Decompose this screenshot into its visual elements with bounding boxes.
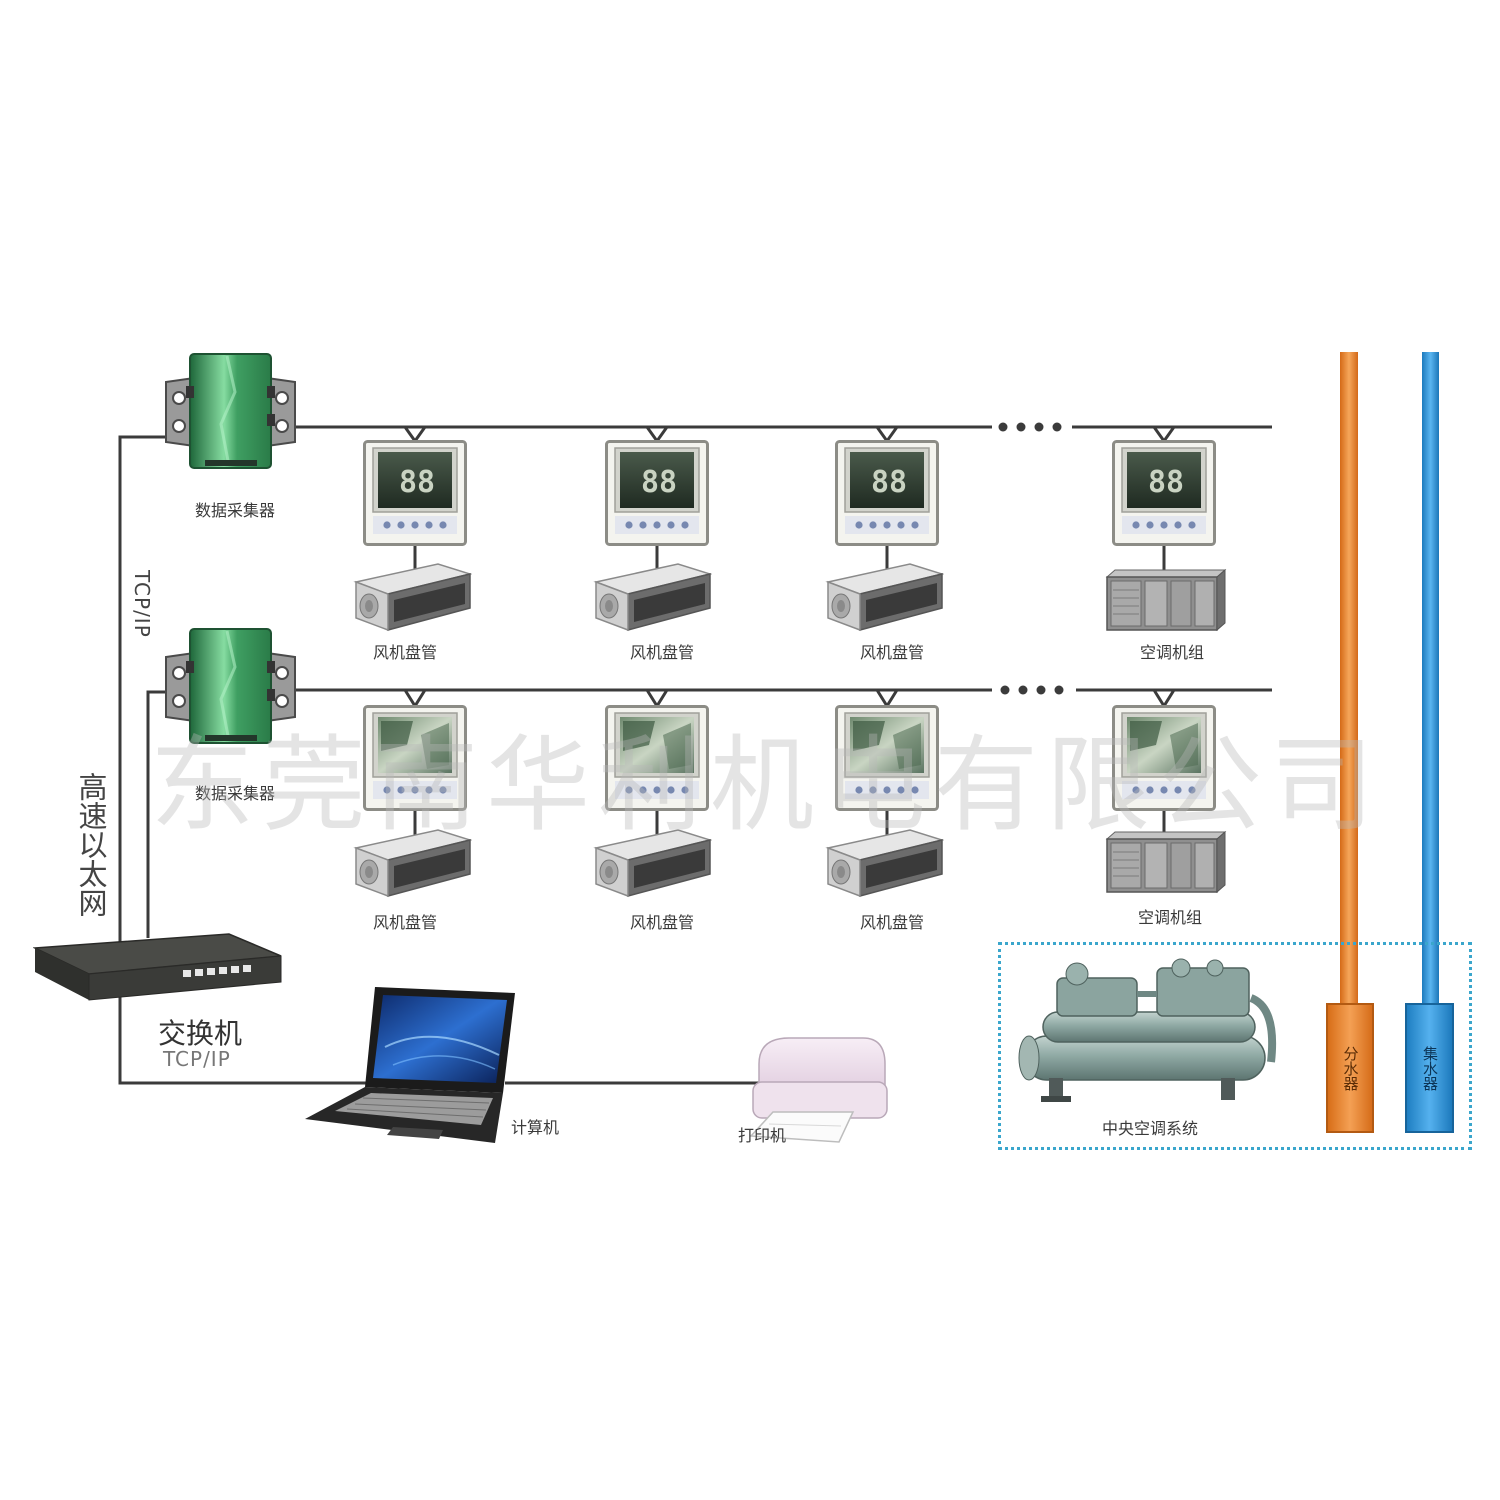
switch-protocol-label: TCP/IP (163, 1047, 231, 1071)
printer-label: 打印机 (737, 1126, 787, 1145)
thermostat-row2-3 (835, 705, 939, 811)
ethernet-trunk (118, 435, 380, 1085)
tcp-ip-vertical-label: TCP/IP (130, 570, 154, 638)
collector2-switch-link (146, 690, 168, 938)
thermostat-row2-2 (605, 705, 709, 811)
fan-coil-row1-3 (824, 560, 944, 632)
printer (745, 1032, 890, 1147)
data-collector-1 (163, 352, 298, 472)
fan-coil-row1-1 (352, 560, 472, 632)
thermostat-display: 88 (399, 465, 435, 500)
data-collector-2-label: 数据采集器 (194, 784, 276, 803)
unit-label-row1-4: 空调机组 (1139, 643, 1205, 662)
tap-row2-2 (645, 689, 669, 709)
thermostat-display: 88 (1148, 465, 1184, 500)
unit-label-row2-2: 风机盘管 (629, 913, 695, 932)
return-manifold-label: 集水器 (1421, 1045, 1439, 1091)
unit-label-row2-4: 空调机组 (1137, 908, 1203, 927)
thermostat-row2-4 (1112, 705, 1216, 811)
thermostat-display: 88 (871, 465, 907, 500)
central-ac-frame (998, 942, 1472, 1150)
central-ac-label: 中央空调系统 (1101, 1119, 1199, 1138)
tap-row1-2 (645, 426, 669, 444)
fan-coil-row2-3 (824, 826, 944, 898)
fan-coil-row2-1 (352, 826, 472, 898)
tap-row2-4 (1152, 689, 1176, 709)
tap-row2-3 (875, 689, 899, 709)
unit-label-row1-1: 风机盘管 (372, 643, 438, 662)
unit-label-row2-3: 风机盘管 (859, 913, 925, 932)
data-collector-1-label: 数据采集器 (194, 501, 276, 520)
fan-coil-row2-2 (592, 826, 712, 898)
unit-label-row2-1: 风机盘管 (372, 913, 438, 932)
bus-ellipsis-row-1 (998, 422, 1062, 432)
switch-label: 交换机 (158, 1017, 243, 1050)
computer-label: 计算机 (510, 1118, 560, 1137)
supply-manifold-label: 分水器 (1341, 1045, 1360, 1091)
thermostat-row1-1: 88 (363, 440, 467, 546)
tap-row1-1 (403, 426, 427, 444)
network-switch (33, 930, 283, 1002)
air-handling-unit-row1 (1103, 568, 1228, 632)
thermostat-display: 88 (641, 465, 677, 500)
unit-label-row1-3: 风机盘管 (859, 643, 925, 662)
data-collector-2 (163, 626, 298, 748)
chiller-unit (1015, 958, 1280, 1113)
air-handling-unit-row2 (1103, 830, 1228, 894)
thermostat-row1-4: 88 (1112, 440, 1216, 546)
supply-pipe (1340, 352, 1358, 1007)
tap-row2-1 (403, 689, 427, 709)
thermostat-row2-1 (363, 705, 467, 811)
tap-row1-4 (1152, 426, 1176, 444)
thermostat-row1-2: 88 (605, 440, 709, 546)
tap-row1-3 (875, 426, 899, 444)
supply-manifold: 分水器 (1326, 1003, 1374, 1133)
return-pipe (1422, 352, 1439, 1007)
return-manifold: 集水器 (1405, 1003, 1454, 1133)
bus-ellipsis-row-2 (1000, 685, 1064, 695)
thermostat-row1-3: 88 (835, 440, 939, 546)
fan-coil-row1-2 (592, 560, 712, 632)
ethernet-vertical-label: 高速以太网 (74, 772, 108, 917)
unit-label-row1-2: 风机盘管 (629, 643, 695, 662)
laptop-computer (303, 985, 518, 1147)
